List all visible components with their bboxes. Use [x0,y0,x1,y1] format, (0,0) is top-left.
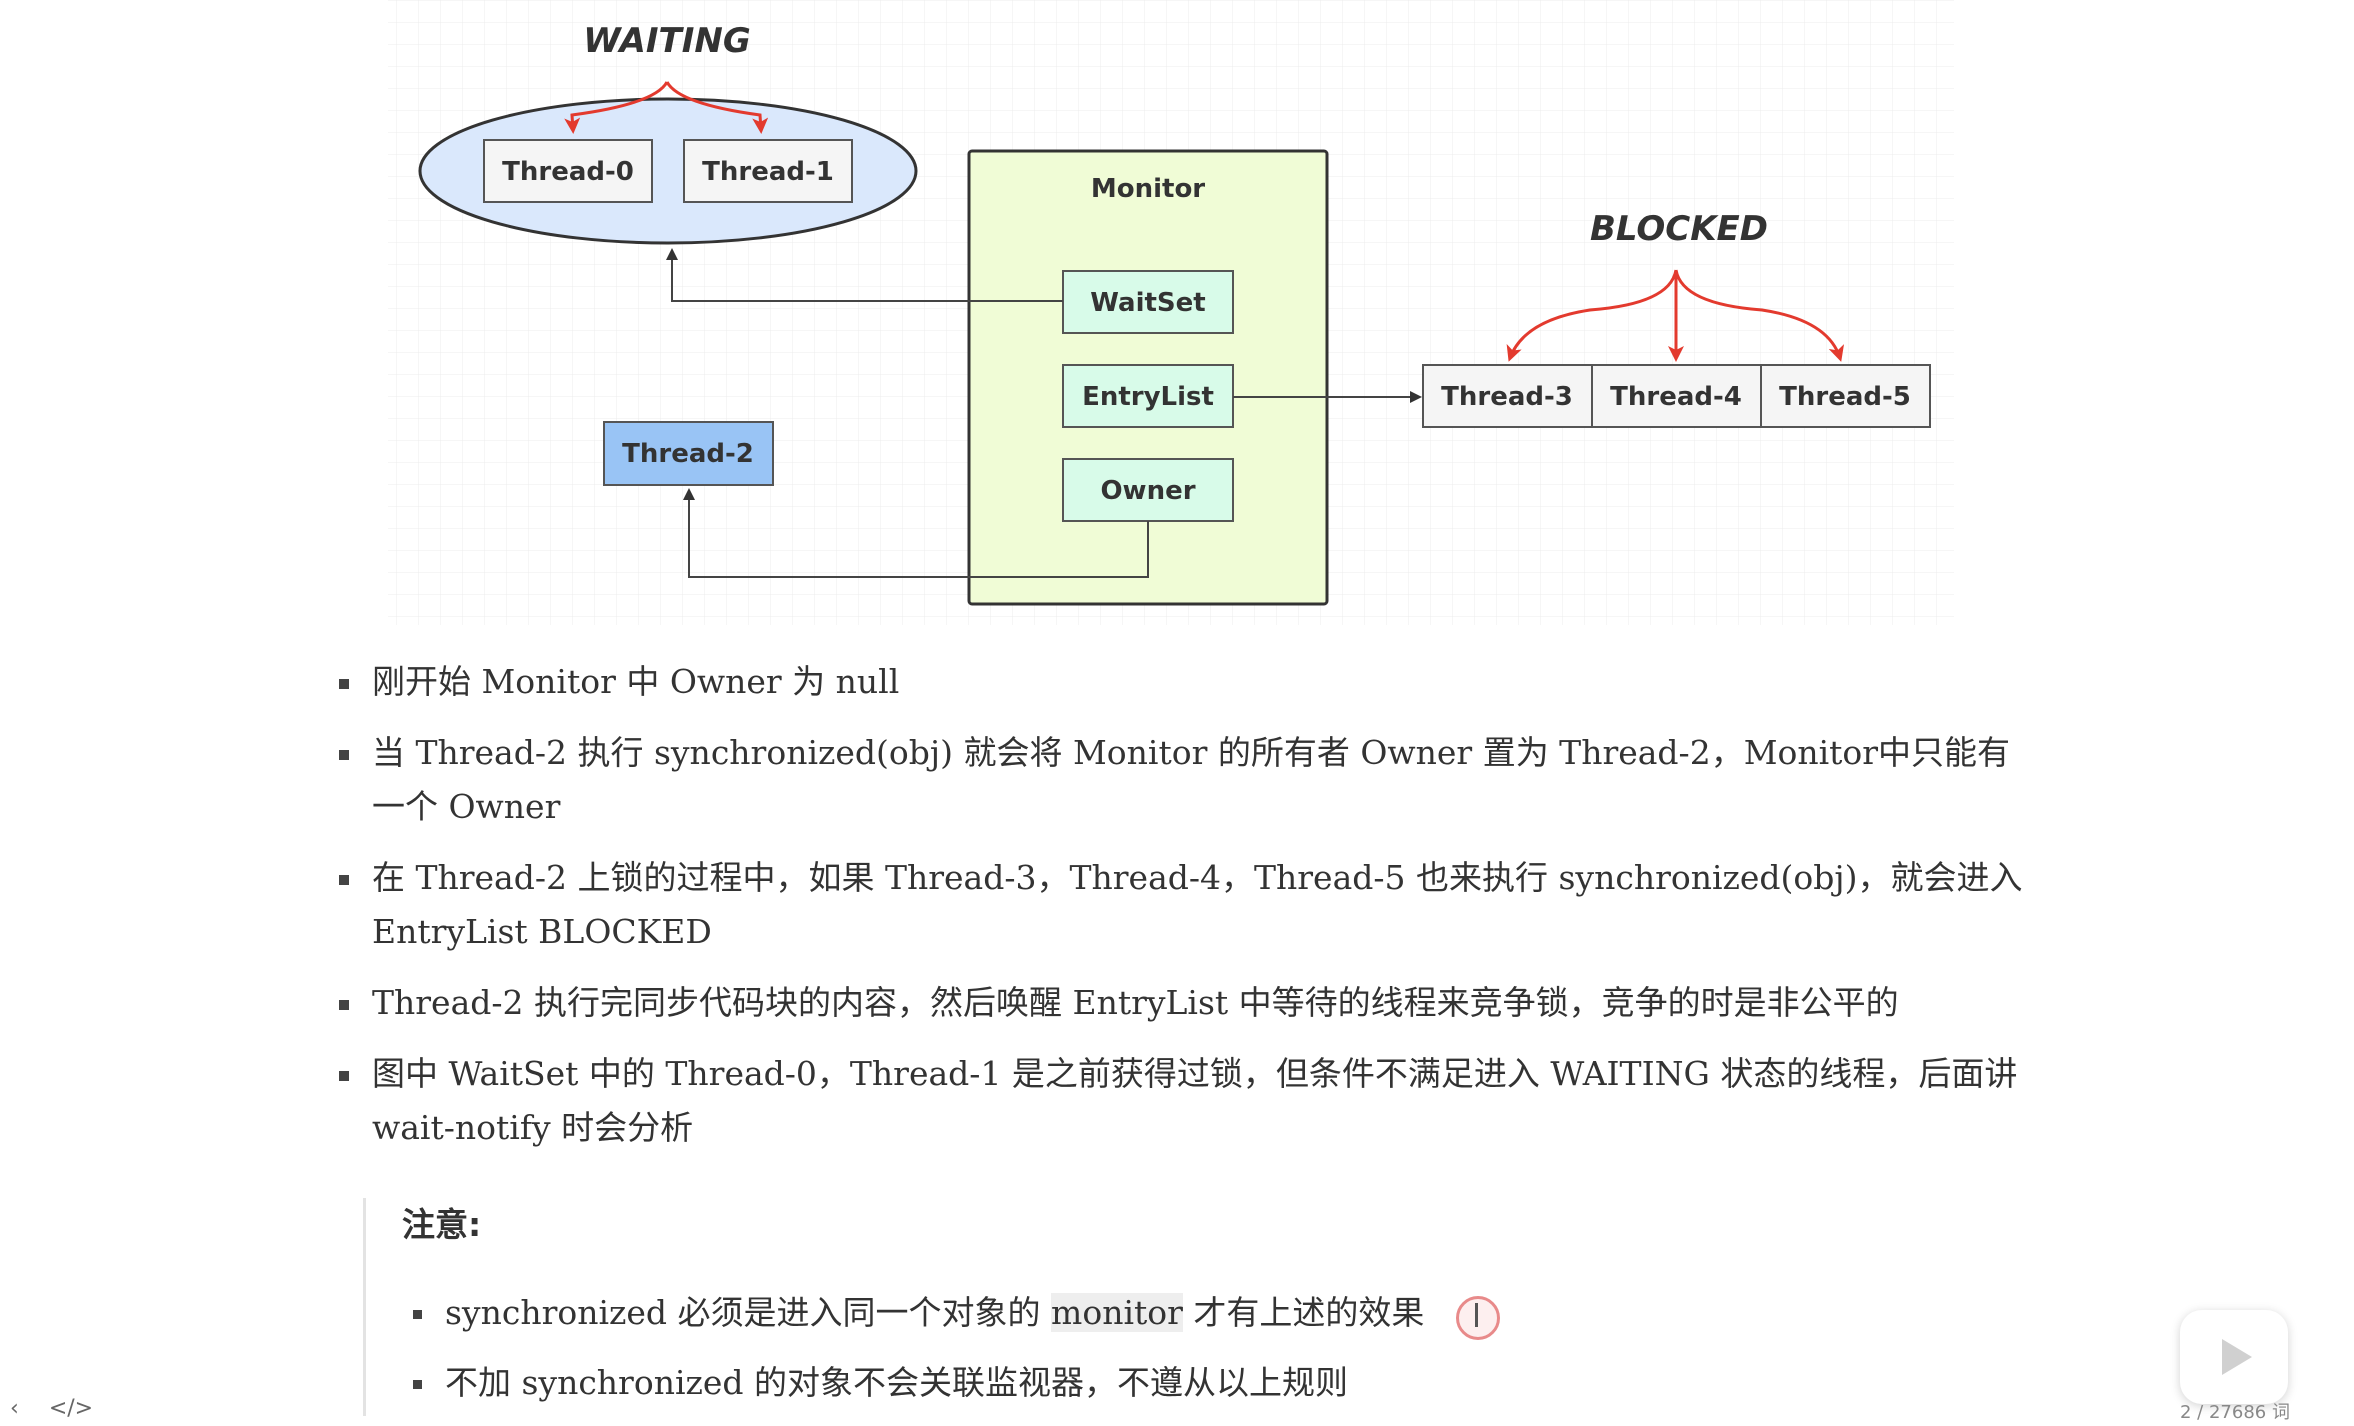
thread-2-box [603,421,774,486]
thread-4-box [1591,364,1762,428]
thread-3-label: Thread-3 [1441,382,1573,412]
owner-label: Owner [1100,476,1195,506]
word-count: 2 / 27686 词 [2180,1402,2290,1423]
blocked-label: BLOCKED [1590,209,1768,249]
note-list: synchronized 必须是进入同一个对象的 monitor 才有上述的效果… [413,1286,1424,1426]
list-item: 刚开始 Monitor 中 Owner 为 null [330,655,2030,709]
monitor-diagram: WAITING Thread-0 Thread-1 Monitor WaitSe… [388,0,1954,625]
thread-1-label: Thread-1 [702,157,834,187]
bullet-list-section: 刚开始 Monitor 中 Owner 为 null 当 Thread-2 执行… [330,655,2030,1172]
list-item: 图中 WaitSet 中的 Thread-0，Thread-1 是之前获得过锁，… [330,1047,2030,1155]
waiting-ellipse [418,97,918,245]
back-arrow-icon[interactable]: ‹ [10,1396,19,1421]
waiting-arrow-left [564,81,669,134]
play-icon [2222,1339,2252,1375]
note-item-text: synchronized 必须是进入同一个对象的 [445,1293,1041,1332]
entrylist-box [1062,364,1234,428]
list-item: Thread-2 执行完同步代码块的内容，然后唤醒 EntryList 中等待的… [330,976,2030,1030]
note-item: synchronized 必须是进入同一个对象的 monitor 才有上述的效果 [413,1286,1424,1340]
monitor-label: Monitor [1091,174,1205,204]
blocked-arrow-left [1506,269,1678,362]
thread-2-label: Thread-2 [622,439,754,469]
thread-3-box [1422,364,1593,428]
thread-4-label: Thread-4 [1610,382,1742,412]
thread-5-box [1760,364,1931,428]
note-blockquote: 注意: synchronized 必须是进入同一个对象的 monitor 才有上… [363,1198,2016,1416]
entrylist-label: EntryList [1082,382,1214,412]
owner-box [1062,458,1234,522]
waiting-label: WAITING [583,21,750,61]
selected-text[interactable]: monitor [1051,1293,1183,1332]
note-title: 注意: [402,1205,482,1244]
waitset-label: WaitSet [1090,288,1205,318]
owner-to-thread2-arrow [683,488,1149,578]
note-item-text: 才有上述的效果 [1193,1293,1425,1332]
waitset-to-waiting-arrow [666,248,1063,302]
list-item: 在 Thread-2 上锁的过程中，如果 Thread-3，Thread-4，T… [330,851,2030,959]
blocked-arrow-right [1674,269,1845,362]
bottom-nav: ‹ </> [10,1396,123,1421]
bullet-list: 刚开始 Monitor 中 Owner 为 null 当 Thread-2 执行… [330,655,2030,1155]
play-button[interactable] [2180,1310,2288,1404]
thread-1-box [683,139,853,203]
cursor-highlight-icon [1456,1296,1500,1340]
thread-0-label: Thread-0 [502,157,634,187]
note-item: 不加 synchronized 的对象不会关联监视器，不遵从以上规则 [413,1356,1424,1410]
thread-5-label: Thread-5 [1779,382,1911,412]
waiting-arrow-right [665,81,769,134]
thread-0-box [483,139,653,203]
code-view-icon[interactable]: </> [48,1396,94,1421]
list-item: 当 Thread-2 执行 synchronized(obj) 就会将 Moni… [330,726,2030,834]
